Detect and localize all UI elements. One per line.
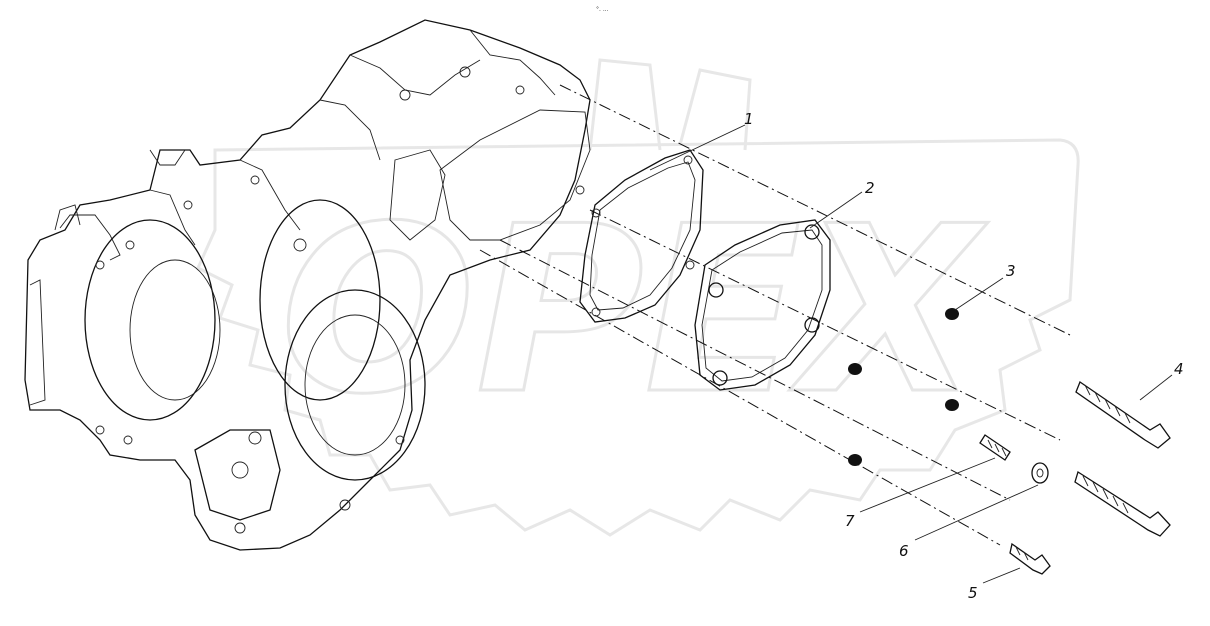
housing-flange-left: [84, 219, 216, 421]
housing-opening-right: [439, 109, 591, 241]
callout-3: 3: [1006, 262, 1016, 280]
callout-leaders: [649, 124, 1173, 584]
housing-bore-lower: [284, 289, 426, 481]
callout-4: 4: [1174, 360, 1184, 378]
callout-7: 7: [845, 512, 855, 530]
callout-labels: 1 2 3 4 5 6 7: [744, 110, 1184, 602]
housing-bore-upper: [259, 199, 381, 401]
cover-plate-part: [694, 219, 831, 391]
watermark: OPEX: [196, 58, 1080, 537]
callout-2: 2: [865, 179, 875, 197]
washer-parts: [848, 308, 959, 466]
watermark-top-teeth: [588, 58, 752, 151]
gasket-part: [579, 149, 704, 323]
callout-1: 1: [744, 110, 754, 128]
housing-bolt-holes: [95, 66, 585, 534]
gear-housing: [24, 19, 591, 551]
flat-washer-part: [1031, 462, 1049, 484]
stud-part: [979, 434, 1011, 461]
watermark-gear-outline: [196, 138, 1080, 537]
watermark-text: OPEX: [280, 178, 988, 445]
short-bolt-part: [1009, 542, 1051, 575]
callout-6: 6: [899, 542, 909, 560]
housing-foot-bracket: [194, 429, 281, 521]
long-bolt-parts: [1074, 381, 1171, 537]
housing-small-gasket: [389, 149, 446, 241]
callout-5: 5: [968, 584, 978, 602]
header-mark: °. ...: [596, 6, 609, 13]
assembly-centre-lines: [479, 84, 1071, 546]
